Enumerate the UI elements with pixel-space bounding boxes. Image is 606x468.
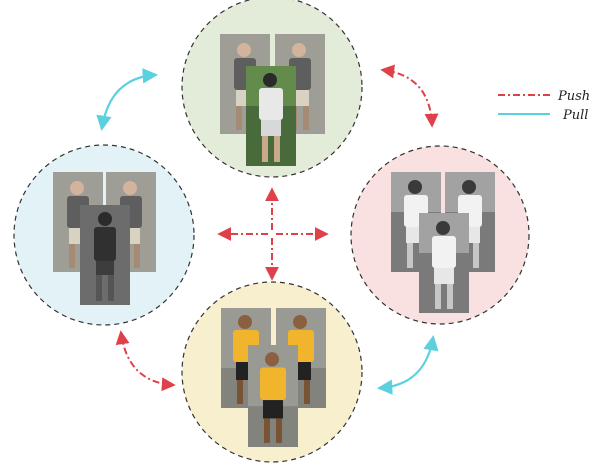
center-push-cross bbox=[217, 187, 329, 281]
push-arrow-left-bottom bbox=[115, 330, 176, 392]
push-arrow-top-right bbox=[380, 64, 439, 128]
legend: Push Pull bbox=[498, 89, 590, 123]
person-photo bbox=[80, 205, 130, 305]
person-photo bbox=[248, 345, 298, 447]
pull-arrow-right-bottom bbox=[376, 334, 439, 395]
pull-arrow-top-left bbox=[96, 68, 159, 132]
legend-pull-label: Pull bbox=[562, 108, 588, 123]
legend-push-label: Push bbox=[557, 89, 590, 104]
person-photo bbox=[246, 66, 296, 166]
person-photo bbox=[419, 213, 469, 313]
